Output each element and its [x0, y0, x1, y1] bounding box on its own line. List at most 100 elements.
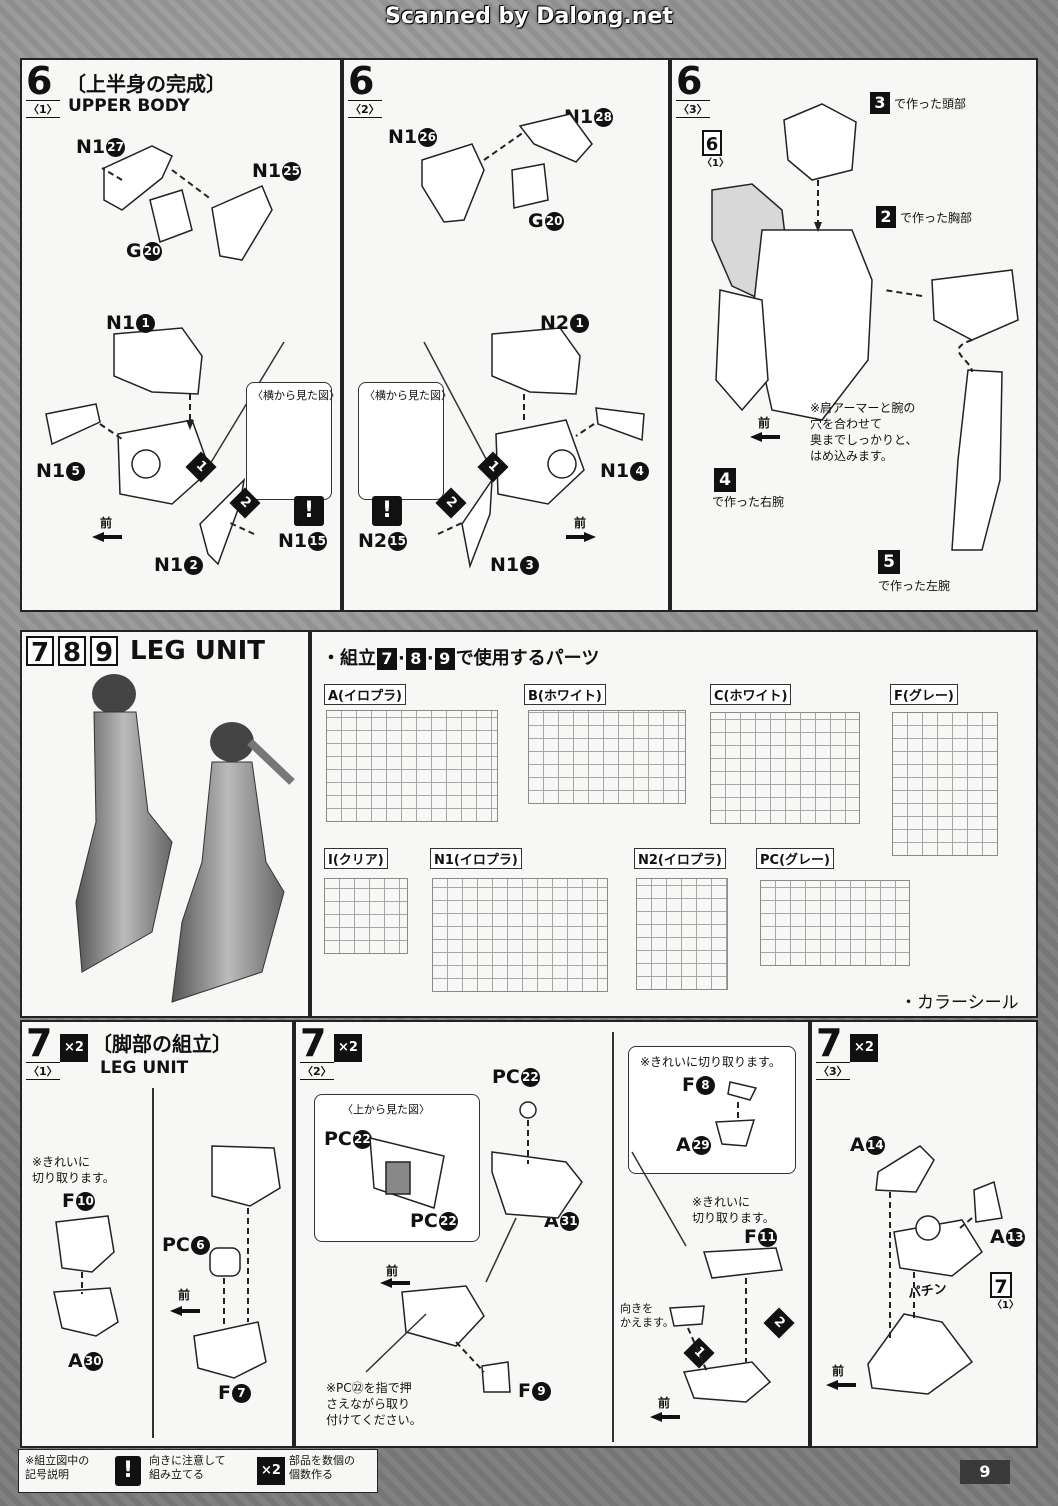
step-title-en: LEG UNIT — [100, 1058, 189, 1078]
step-title-en: UPPER BODY — [68, 96, 190, 116]
upper-body-assembly-diagram — [711, 103, 1019, 551]
substep-label: 〈2〉 — [348, 100, 382, 118]
runner-c — [710, 712, 860, 824]
runner-label-f: F(グレー) — [890, 684, 958, 705]
front-label: 前 — [386, 1264, 399, 1278]
substep-label: 〈1〉 — [26, 100, 60, 118]
front-arrow — [170, 1306, 200, 1316]
step7-1-panel: 7 〈1〉 ×2 〔脚部の組立〕 LEG UNIT ※きれいに 切り取ります。 … — [20, 1020, 294, 1448]
runner-label-a: A(イロプラ) — [324, 684, 406, 705]
runner-b — [528, 710, 686, 804]
side-view-label: 〈横から見た図〉 — [252, 389, 340, 402]
runner-f — [892, 712, 998, 856]
chest-assembly-diagram — [423, 327, 645, 569]
color-seal-label: ・カラーシール — [900, 993, 1019, 1013]
shoulder-note: ※肩アーマーと腕の 穴を合わせて 奥までしっかりと、 はめ込みます。 — [810, 401, 918, 463]
step6-3-panel: 6 〈3〉 6 〈1〉 3 で作った頭部 2 で作った胸部 前 ※肩アーマーと腕… — [670, 58, 1038, 612]
runner-a — [326, 710, 498, 822]
symbol-legend: ※組立図中の 記号説明 ! 向きに注意して 組み立てる ×2 部品を数個の 個数… — [18, 1449, 378, 1493]
step-number: 7 — [26, 1021, 53, 1065]
runner-label-pc: PC(グレー) — [756, 848, 834, 869]
leg-unit-title: LEG UNIT — [130, 636, 266, 666]
step-number: 7 — [816, 1021, 843, 1065]
side-view-callout — [246, 382, 332, 500]
legend-caution-text: 向きに注意して 組み立てる — [149, 1454, 226, 1481]
cut-clean-note-mid: ※きれいに 切り取ります。 — [692, 1195, 775, 1225]
runner-pc — [760, 880, 910, 966]
caution-icon: ! — [372, 496, 402, 526]
leg-unit-photo-panel: 7 8 9 LEG UNIT — [20, 630, 310, 1018]
legend-times-two-text: 部品を数個の 個数作る — [289, 1454, 355, 1481]
pc22-press-note: ※PC㉒を指で押 さえながら取り 付けてください。 — [326, 1381, 422, 1427]
times-two-badge: ×2 — [334, 1034, 362, 1062]
runner-label-i: I(クリア) — [324, 848, 388, 869]
shoulder-part-diagram — [421, 113, 593, 223]
runner-label-c: C(ホワイト) — [710, 684, 792, 705]
runner-i — [324, 878, 408, 954]
front-arrow-2 — [650, 1412, 680, 1422]
times-two-badge: ×2 — [60, 1034, 88, 1062]
ref-step3-text: で作った頭部 — [894, 97, 967, 111]
step7-badge: 7 — [26, 636, 54, 668]
front-arrow — [380, 1278, 410, 1288]
front-label: 前 — [178, 1288, 191, 1302]
f8-callout — [628, 1046, 796, 1174]
step-number: 6 — [676, 59, 703, 103]
front-arrow — [92, 532, 122, 542]
ref-step5-text: で作った左腕 — [878, 579, 951, 593]
substep-label: 〈3〉 — [816, 1062, 850, 1080]
ref-step7-sub: 〈1〉 — [992, 1300, 1019, 1311]
turn-around-note: 向きを かえます。 — [620, 1302, 674, 1329]
ref-step4-text: で作った右腕 — [712, 495, 785, 509]
front-arrow — [566, 532, 596, 542]
foot-assembly-diagram — [631, 1081, 783, 1403]
legend-times-two-icon: ×2 — [257, 1457, 285, 1485]
front-label: 前 — [100, 516, 113, 530]
ref-step6-sub: 〈1〉 — [702, 158, 729, 169]
front-label: 前 — [832, 1364, 845, 1378]
ref-step2-text: で作った胸部 — [900, 211, 973, 225]
leg-unit-photo — [75, 674, 295, 1003]
side-view-label: 〈横から見た図〉 — [364, 389, 452, 402]
divider — [152, 1088, 154, 1438]
knee-assembly-diagram — [53, 1145, 281, 1379]
shoulder-part-diagram — [101, 145, 273, 261]
top-view-label: 〈上から見た図〉 — [342, 1103, 430, 1116]
front-label: 前 — [758, 416, 771, 430]
ref-step3-badge: 3 — [870, 92, 890, 114]
leg-foot-join-diagram — [867, 1145, 1003, 1395]
substep-label: 〈2〉 — [300, 1062, 334, 1080]
front-label: 前 — [574, 516, 587, 530]
chest-assembly-diagram — [45, 327, 285, 566]
legend-caution-icon: ! — [115, 1456, 141, 1486]
legend-title: ※組立図中の 記号説明 — [25, 1454, 90, 1481]
step9-badge: 9 — [90, 636, 118, 668]
runner-n2 — [636, 878, 728, 990]
scan-credit: Scanned by Dalong.net — [385, 4, 673, 29]
